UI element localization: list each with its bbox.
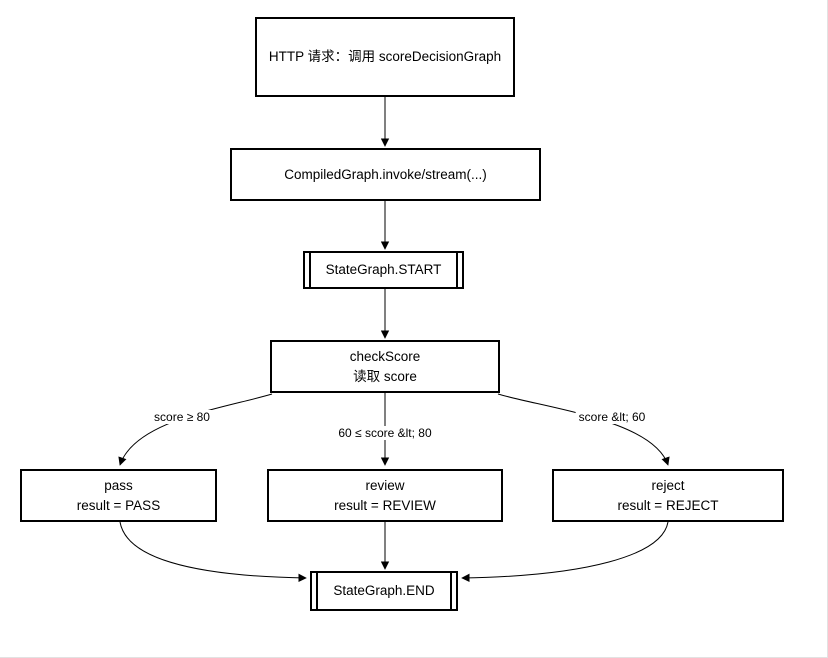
edge-label-review-condition: 60 ≤ score &lt; 80 (335, 426, 435, 440)
node-stategraph-start-label: StateGraph.START (325, 262, 442, 278)
node-reject-subtitle: result = REJECT (617, 497, 719, 513)
node-check-score-subtitle: 读取 score (353, 368, 417, 384)
edge-checkscore-to-reject (497, 393, 670, 466)
edge-checkscore-to-pass (118, 393, 273, 466)
edge-pass-to-end (119, 521, 307, 583)
node-reject-title: reject (651, 477, 685, 493)
node-review-subtitle: result = REVIEW (334, 497, 436, 513)
node-pass-subtitle: result = PASS (76, 497, 161, 513)
node-stategraph-start: StateGraph.START (303, 251, 464, 289)
edge-label-pass-condition: score ≥ 80 (151, 410, 213, 424)
node-pass-title: pass (104, 477, 133, 493)
node-compiled-graph-invoke: CompiledGraph.invoke/stream(...) (230, 148, 541, 201)
node-review: review result = REVIEW (267, 469, 503, 522)
node-stategraph-end: StateGraph.END (310, 571, 458, 611)
node-http-request-label: HTTP 请求：调用 scoreDecisionGraph (268, 49, 502, 65)
edge-label-reject-condition: score &lt; 60 (575, 410, 649, 424)
node-http-request: HTTP 请求：调用 scoreDecisionGraph (255, 17, 515, 97)
node-reject: reject result = REJECT (552, 469, 784, 522)
node-stategraph-end-label: StateGraph.END (333, 583, 435, 599)
node-pass: pass result = PASS (20, 469, 217, 522)
edge-reject-to-end (461, 521, 669, 583)
node-compiled-graph-label: CompiledGraph.invoke/stream(...) (284, 166, 487, 182)
node-review-title: review (365, 477, 405, 493)
node-check-score: checkScore 读取 score (270, 340, 500, 393)
node-check-score-title: checkScore (349, 348, 421, 364)
